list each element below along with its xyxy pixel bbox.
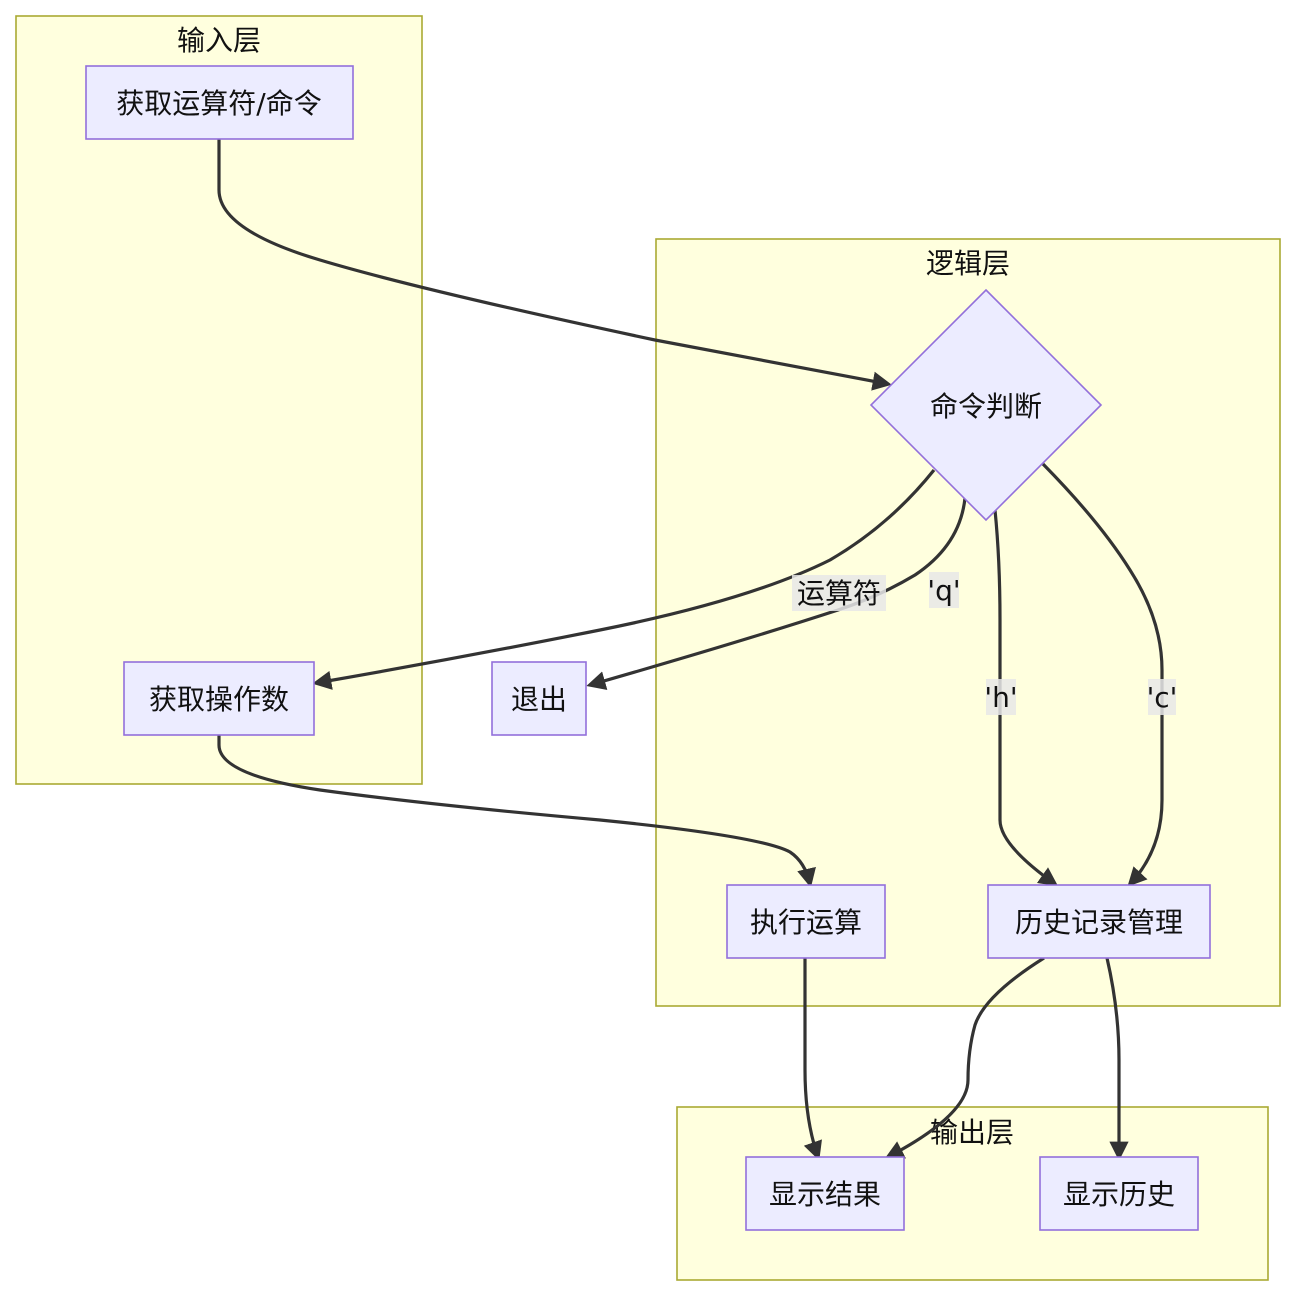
node-show-result: 显示结果	[745, 1156, 905, 1231]
svg-text:显示历史: 显示历史	[1063, 1178, 1175, 1211]
svg-text:获取运算符/命令: 获取运算符/命令	[116, 87, 321, 120]
edge-label-q: 'q'	[927, 572, 961, 608]
cluster-logic-title: 逻辑层	[926, 247, 1010, 280]
node-show-history: 显示历史	[1039, 1156, 1199, 1231]
svg-text:获取操作数: 获取操作数	[149, 683, 289, 716]
edge-decision-to-history-h	[993, 509, 1059, 887]
edge-decision-to-history-c	[1041, 462, 1164, 887]
cluster-input-title: 输入层	[177, 24, 261, 57]
edge-decision-to-operands	[312, 469, 936, 690]
edge-execute-to-result	[803, 958, 822, 1161]
edge-history-to-result	[884, 956, 1045, 1159]
edge-getop-to-decision	[217, 139, 892, 391]
svg-text:运算符: 运算符	[797, 577, 881, 610]
edge-label-h: 'h'	[984, 679, 1018, 715]
svg-text:'q': 'q'	[927, 574, 960, 607]
svg-text:历史记录管理: 历史记录管理	[1015, 906, 1183, 939]
node-get-operator-command: 获取运算符/命令	[85, 65, 354, 140]
edge-operands-to-execute	[217, 735, 816, 888]
node-get-operands: 获取操作数	[123, 661, 315, 736]
svg-text:退出: 退出	[511, 683, 567, 716]
svg-text:显示结果: 显示结果	[769, 1178, 881, 1211]
svg-text:执行运算: 执行运算	[750, 906, 862, 939]
svg-text:'c': 'c'	[1147, 681, 1178, 714]
svg-text:命令判断: 命令判断	[930, 390, 1042, 423]
edge-label-operator: 运算符	[792, 575, 886, 611]
svg-text:'h': 'h'	[984, 681, 1017, 714]
node-history-management: 历史记录管理	[987, 884, 1211, 959]
node-execute: 执行运算	[726, 884, 886, 959]
node-quit: 退出	[491, 661, 587, 736]
node-command-decision: 命令判断	[869, 288, 1103, 522]
edge-label-c: 'c'	[1147, 679, 1178, 715]
edge-history-to-showhistory	[1105, 957, 1129, 1161]
